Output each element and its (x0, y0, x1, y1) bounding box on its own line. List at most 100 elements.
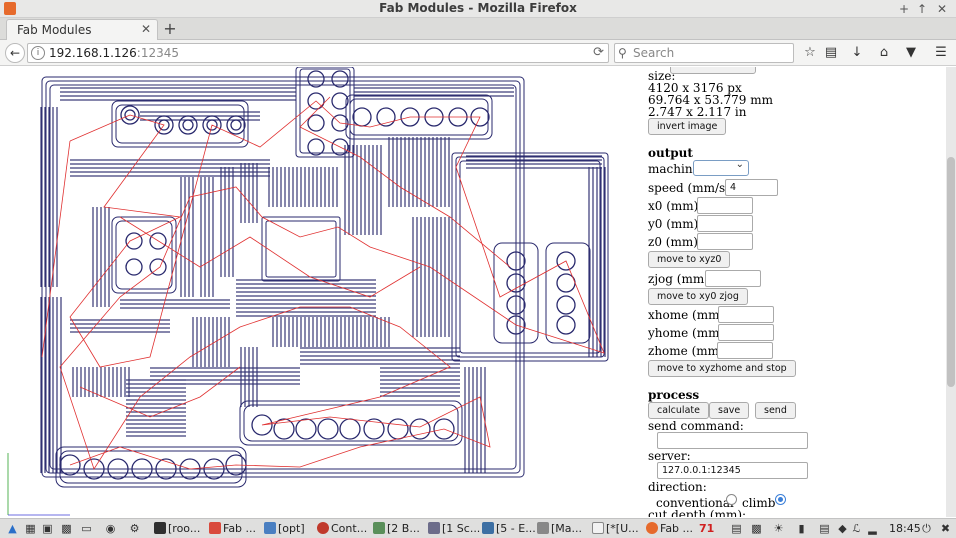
x0-input[interactable] (697, 197, 753, 214)
browser-icon[interactable]: ◉ (105, 522, 116, 535)
firefox-icon (646, 522, 658, 534)
send-command-input[interactable] (657, 432, 808, 449)
tab-bar: Fab Modules ✕ + (0, 18, 956, 40)
xhome-input[interactable] (718, 306, 774, 323)
direction-label: direction: (648, 480, 707, 494)
chevron-down-icon: ⌄ (735, 159, 744, 170)
browser-icon (209, 522, 221, 534)
bluetooth-icon[interactable]: ℒ (852, 522, 861, 535)
x0-label: x0 (mm): (648, 199, 703, 213)
speed-input[interactable]: 4 (725, 179, 778, 196)
maximize-button[interactable]: ↑ (916, 2, 928, 16)
taskbar-item[interactable]: [opt] (264, 521, 305, 537)
size-label: size: (648, 69, 676, 83)
screen-icon (428, 522, 440, 534)
hamburger-menu-icon[interactable]: ☰ (935, 45, 947, 60)
top-cut-off-button[interactable] (670, 67, 756, 74)
output-heading: output (648, 146, 693, 160)
screenshot-icon[interactable]: ▩ (61, 522, 72, 535)
screenshot-tray-icon[interactable]: ▩ (751, 522, 762, 535)
reload-icon[interactable]: ⟳ (593, 45, 604, 60)
scrollbar-thumb[interactable] (947, 157, 955, 387)
invert-image-button[interactable]: invert image (648, 118, 727, 135)
signal-strength-icon[interactable]: ▂ (868, 522, 877, 535)
clipboard-manager-icon[interactable]: ▤ (819, 522, 830, 535)
save-button[interactable]: save (709, 402, 750, 419)
climb-label: climb (742, 496, 776, 510)
navigation-toolbar: ← i 192.168.1.126:12345 ⟳ ⚲ Search ☆ ▤ ↓… (0, 40, 956, 66)
move-to-xyzhome-and-stop-button[interactable]: move to xyzhome and stop (648, 360, 796, 377)
taskbar-item[interactable]: [Ma... (537, 521, 582, 537)
url-text: 192.168.1.126:12345 (49, 46, 180, 60)
process-heading: process (648, 388, 700, 402)
power-icon[interactable]: ⏻ (922, 522, 931, 535)
clipboard-tray-icon[interactable]: ▤ (731, 522, 742, 535)
speed-label: speed (mm/s): (648, 181, 734, 195)
machine-select[interactable]: ⌄ (693, 159, 749, 176)
calculate-button[interactable]: calculate (648, 402, 709, 419)
clipboard-icon[interactable]: ▤ (824, 45, 838, 60)
document-icon (537, 522, 549, 534)
taskbar-item[interactable]: Cont... (317, 521, 367, 537)
conventional-radio[interactable] (726, 494, 737, 505)
weather-icon[interactable]: ☀ (773, 522, 784, 535)
taskbar-item[interactable]: [2 B... (373, 521, 420, 537)
taskbar-item[interactable]: Fab ... (209, 521, 256, 537)
new-tab-button[interactable]: + (163, 19, 177, 38)
yhome-label: yhome (mm): (648, 326, 729, 340)
send-command-label: send command: (648, 419, 744, 433)
page-scrollbar[interactable] (946, 67, 956, 517)
y0-label: y0 (mm): (648, 217, 703, 231)
settings-icon[interactable]: ⚙ (129, 522, 140, 535)
folder-icon (264, 522, 276, 534)
home-icon[interactable]: ⌂ (879, 45, 889, 60)
terminal-icon (154, 522, 166, 534)
tab-fab-modules[interactable]: Fab Modules ✕ (6, 19, 158, 40)
move-to-xy0-zjog-button[interactable]: move to xy0 zjog (648, 288, 748, 305)
zjog-label: zjog (mm): (648, 272, 713, 286)
taskbar-item-active[interactable]: Fab ... (646, 521, 693, 537)
size-in: 2.747 x 2.117 in (648, 105, 747, 119)
notes-icon[interactable]: ▮ (798, 522, 805, 535)
zhome-input[interactable] (717, 342, 773, 359)
download-arrow-icon[interactable]: ↓ (851, 45, 863, 60)
tab-close-icon[interactable]: ✕ (140, 22, 151, 36)
search-input[interactable]: ⚲ Search (614, 43, 794, 63)
conventional-label: conventional (656, 496, 734, 510)
url-bar[interactable]: i 192.168.1.126:12345 ⟳ (27, 43, 609, 63)
yhome-input[interactable] (718, 324, 774, 341)
close-window-button[interactable]: ✕ (936, 2, 948, 16)
send-button[interactable]: send (755, 402, 796, 419)
z0-label: z0 (mm): (648, 235, 702, 249)
server-input[interactable]: 127.0.0.1:12345 (657, 462, 808, 479)
session-icon[interactable]: ✖ (940, 522, 951, 535)
move-to-xyz0-button[interactable]: move to xyz0 (648, 251, 731, 268)
cut-depth-label: cut depth (mm): (648, 508, 747, 517)
climb-radio[interactable] (775, 494, 786, 505)
folder-icon (482, 522, 494, 534)
window-title: Fab Modules - Mozilla Firefox (379, 1, 577, 15)
editor-icon (373, 522, 385, 534)
y0-input[interactable] (697, 215, 753, 232)
back-arrow-icon[interactable]: ← (5, 43, 25, 63)
notification-badge[interactable]: 71 (699, 522, 715, 535)
star-icon[interactable]: ☆ (804, 45, 816, 60)
minimize-button[interactable]: + (898, 2, 910, 16)
pocket-icon[interactable]: ▼ (906, 45, 916, 60)
taskbar-item[interactable]: [*[U... (592, 521, 639, 537)
zjog-input[interactable] (705, 270, 761, 287)
xhome-label: xhome (mm): (648, 308, 729, 322)
clock[interactable]: 18:45 (889, 522, 921, 535)
settings-panel: size: 4120 x 3176 px 69.764 x 53.779 mm … (648, 67, 946, 517)
taskbar-item[interactable]: [5 - E... (482, 521, 536, 537)
taskbar-item[interactable]: [roo... (154, 521, 200, 537)
text-file-icon (592, 522, 604, 534)
info-icon[interactable]: i (31, 46, 45, 60)
network-icon[interactable]: ◆ (838, 522, 847, 535)
desktop-icon[interactable]: ▣ (42, 522, 53, 535)
file-manager-icon[interactable]: ▦ (25, 522, 36, 535)
start-menu-icon[interactable]: ▲ (8, 522, 17, 535)
z0-input[interactable] (697, 233, 753, 250)
terminal-icon[interactable]: ▭ (81, 522, 92, 535)
taskbar-item[interactable]: [1 Sc... (428, 521, 480, 537)
